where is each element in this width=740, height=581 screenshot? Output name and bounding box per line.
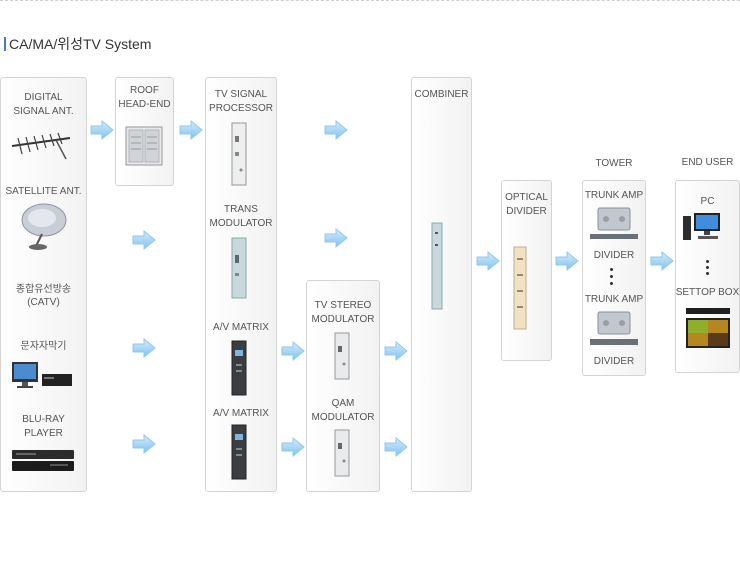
bluray-label: BLU-RAY PLAYER — [22, 414, 65, 439]
page-title-text: CA/MA/위성TV System — [9, 36, 152, 52]
pc-label: PC — [700, 196, 715, 207]
caption-generator-label: 문자자막기 — [20, 341, 67, 352]
av-matrix-2-label: A/V MATRIX — [213, 408, 269, 419]
ellipsis-dot — [706, 272, 709, 275]
flow-arrow — [132, 434, 156, 454]
top-divider — [0, 0, 740, 1]
caption-generator-icon — [12, 362, 72, 388]
trunk-amp-2-label: TRUNK AMP — [584, 294, 644, 305]
tv-stereo-modulator-icon — [334, 332, 350, 380]
settop-box-label: SETTOP BOX — [675, 287, 740, 298]
flow-arrow — [384, 437, 408, 457]
trans-modulator-label: TRANS MODULATOR — [209, 204, 273, 229]
catv-label-line2: (CATV) — [27, 297, 60, 308]
trunk-amp-1-icon — [590, 207, 638, 239]
divider-2-label: DIVIDER — [593, 356, 635, 367]
bluray-player-icon — [12, 450, 74, 471]
flow-arrow — [324, 120, 348, 140]
qam-modulator-icon — [334, 429, 350, 477]
roof-headend-label: ROOF HEAD-END — [118, 85, 171, 110]
flow-arrow — [132, 230, 156, 250]
optical-divider-label: OPTICAL DIVIDER — [505, 192, 548, 217]
qam-modulator-label: QAM MODULATOR — [311, 398, 375, 423]
ellipsis-dot — [610, 275, 613, 278]
ellipsis-dot — [706, 260, 709, 263]
flow-arrow — [324, 228, 348, 248]
flow-arrow — [179, 120, 203, 140]
av-matrix-2-icon — [231, 424, 247, 480]
ellipsis-dot — [610, 282, 613, 285]
ellipsis-dot — [610, 268, 613, 271]
flow-arrow — [384, 341, 408, 361]
flow-arrow — [281, 437, 305, 457]
combiner-label: COMBINER — [414, 89, 469, 100]
tv-stereo-modulator-label: TV STEREO MODULATOR — [311, 300, 375, 325]
ellipsis-dot — [706, 266, 709, 269]
antenna-icon — [11, 132, 71, 160]
divider-1-label: DIVIDER — [593, 250, 635, 261]
page-title: CA/MA/위성TV System — [4, 36, 151, 52]
settop-box-icon — [686, 308, 730, 348]
flow-arrow — [650, 251, 674, 271]
flow-arrow — [132, 338, 156, 358]
tv-signal-processor-icon — [231, 122, 247, 186]
optical-divider-icon — [513, 246, 527, 330]
flow-arrow — [476, 251, 500, 271]
tv-signal-processor-label: TV SIGNAL PROCESSOR — [209, 89, 273, 114]
trunk-amp-2-icon — [590, 311, 638, 345]
digital-ant-label: DIGITAL SIGNAL ANT. — [13, 92, 74, 117]
flow-arrow — [90, 120, 114, 140]
flow-arrow — [555, 251, 579, 271]
av-matrix-1-icon — [231, 340, 247, 396]
title-marker — [4, 37, 6, 51]
catv-label-line1: 종합유선방송 — [15, 284, 72, 295]
pc-icon — [683, 213, 720, 240]
av-matrix-1-label: A/V MATRIX — [213, 322, 269, 333]
tower-heading: TOWER — [595, 158, 633, 169]
flow-arrow — [281, 341, 305, 361]
end-user-heading: END USER — [681, 157, 734, 168]
trans-modulator-icon — [231, 237, 247, 299]
satellite-dish-icon — [21, 203, 67, 250]
combiner-icon — [431, 222, 443, 310]
satellite-ant-label: SATELLITE ANT. — [5, 186, 82, 197]
trunk-amp-1-label: TRUNK AMP — [584, 190, 644, 201]
cabinet-icon — [125, 126, 163, 166]
